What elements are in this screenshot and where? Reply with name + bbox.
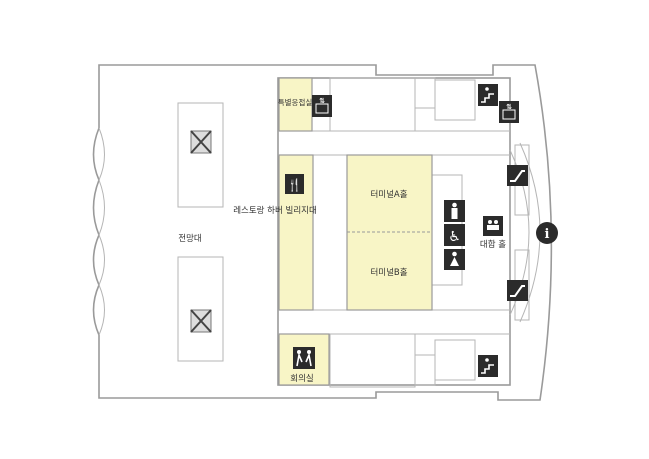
label-meeting-room: 회의실 bbox=[290, 373, 313, 384]
pillar bbox=[177, 256, 224, 362]
label-terminal-b: 터미널B홀 bbox=[370, 267, 407, 278]
label-waiting-hall: 대합 홀 bbox=[480, 239, 506, 250]
svg-text:i: i bbox=[545, 227, 550, 242]
label-observatory: 전망대 bbox=[178, 233, 201, 244]
escalator-up-icon[interactable] bbox=[507, 280, 528, 301]
meeting-room-icon[interactable] bbox=[293, 347, 315, 369]
label-restaurant: 레스토랑 하버 빌리지대 bbox=[233, 205, 317, 216]
label-terminal-a: 터미널A홀 bbox=[370, 189, 407, 200]
outer-wall bbox=[92, 64, 553, 401]
hatched-vent-icon bbox=[190, 309, 212, 333]
room-vip[interactable] bbox=[278, 77, 313, 132]
svg-text:⇅: ⇅ bbox=[506, 103, 512, 111]
stairs-icon[interactable] bbox=[478, 355, 498, 377]
svg-text:♿: ♿ bbox=[448, 229, 461, 245]
observatory-window bbox=[98, 127, 105, 336]
women-restroom-icon[interactable] bbox=[444, 249, 465, 270]
information-icon[interactable]: i bbox=[536, 222, 558, 244]
men-restroom-icon[interactable] bbox=[444, 200, 465, 222]
elevator-icon[interactable]: ⇅ bbox=[499, 101, 519, 123]
stairs-icon[interactable] bbox=[478, 84, 498, 106]
svg-text:🍴: 🍴 bbox=[287, 178, 302, 192]
hatched-vent-icon bbox=[190, 130, 212, 154]
escalator-down-icon[interactable] bbox=[507, 165, 528, 186]
label-vip-room: 특별응접실 bbox=[278, 97, 313, 107]
wheelchair-icon[interactable]: ♿ bbox=[444, 224, 465, 246]
elevator-icon[interactable]: ⇅ bbox=[312, 95, 332, 117]
pillar bbox=[177, 102, 224, 208]
waiting-hall-icon[interactable] bbox=[483, 216, 503, 236]
svg-text:⇅: ⇅ bbox=[319, 97, 325, 105]
restaurant-icon[interactable]: 🍴 bbox=[285, 174, 304, 194]
